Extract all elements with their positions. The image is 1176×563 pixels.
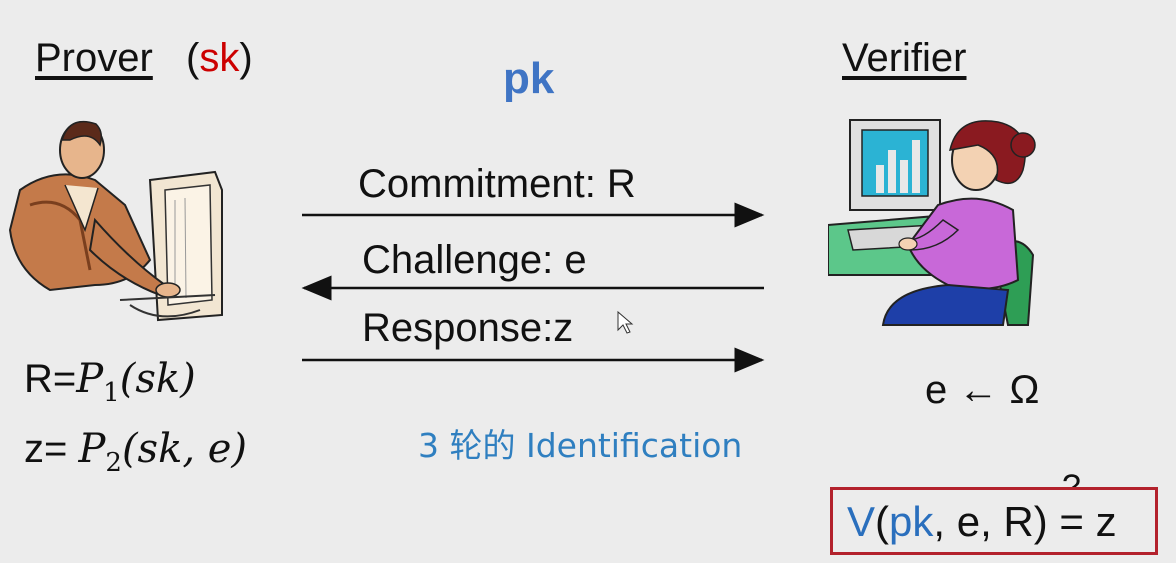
verifier-title: Verifier: [842, 36, 967, 81]
message-response: Response:z: [362, 306, 574, 350]
secret-key: sk: [199, 36, 240, 80]
formula-r: R=P1(sk): [24, 356, 196, 408]
man-at-computer-icon: [8, 120, 223, 322]
verify-rest: , e, R) = z: [933, 498, 1117, 545]
verifier-label: Verifier: [842, 36, 967, 80]
prover-secret: (sk): [186, 36, 253, 81]
public-key-label: pk: [503, 54, 555, 103]
prover-label: Prover: [35, 36, 153, 80]
challenge-sampling: e ← Ω: [925, 368, 1040, 412]
formula-r-sub: 1: [103, 378, 120, 408]
formula-z-rhs: P2(sk, e): [78, 426, 248, 478]
formula-r-args: (sk): [119, 356, 196, 402]
formula-z: z= P2(sk, e): [24, 426, 247, 478]
formula-z-sub: 2: [105, 448, 122, 478]
mouse-cursor-icon: [617, 310, 634, 334]
formula-r-rhs: P1(sk): [76, 356, 196, 408]
formula-r-func: P: [76, 356, 104, 402]
formula-z-lhs: z=: [24, 427, 79, 471]
verification-box: V(pk, e, R) = z: [830, 487, 1158, 555]
prover-title: Prover: [35, 36, 153, 81]
formula-z-func: P: [78, 426, 106, 472]
message-commitment: Commitment: R: [358, 162, 636, 206]
verify-pk: pk: [889, 498, 934, 545]
message-challenge: Challenge: e: [362, 238, 587, 282]
paren-close: ): [239, 36, 253, 80]
formula-z-args: (sk, e): [121, 426, 248, 472]
verify-open: (: [875, 498, 890, 545]
verify-func: V: [847, 498, 876, 545]
verification-equation: V(pk, e, R) = z: [847, 498, 1117, 546]
formula-r-lhs: R=: [24, 357, 77, 401]
protocol-note: 3 轮的 Identification: [418, 426, 743, 465]
woman-at-computer-icon: [828, 119, 1036, 326]
paren-open: (: [186, 36, 200, 80]
